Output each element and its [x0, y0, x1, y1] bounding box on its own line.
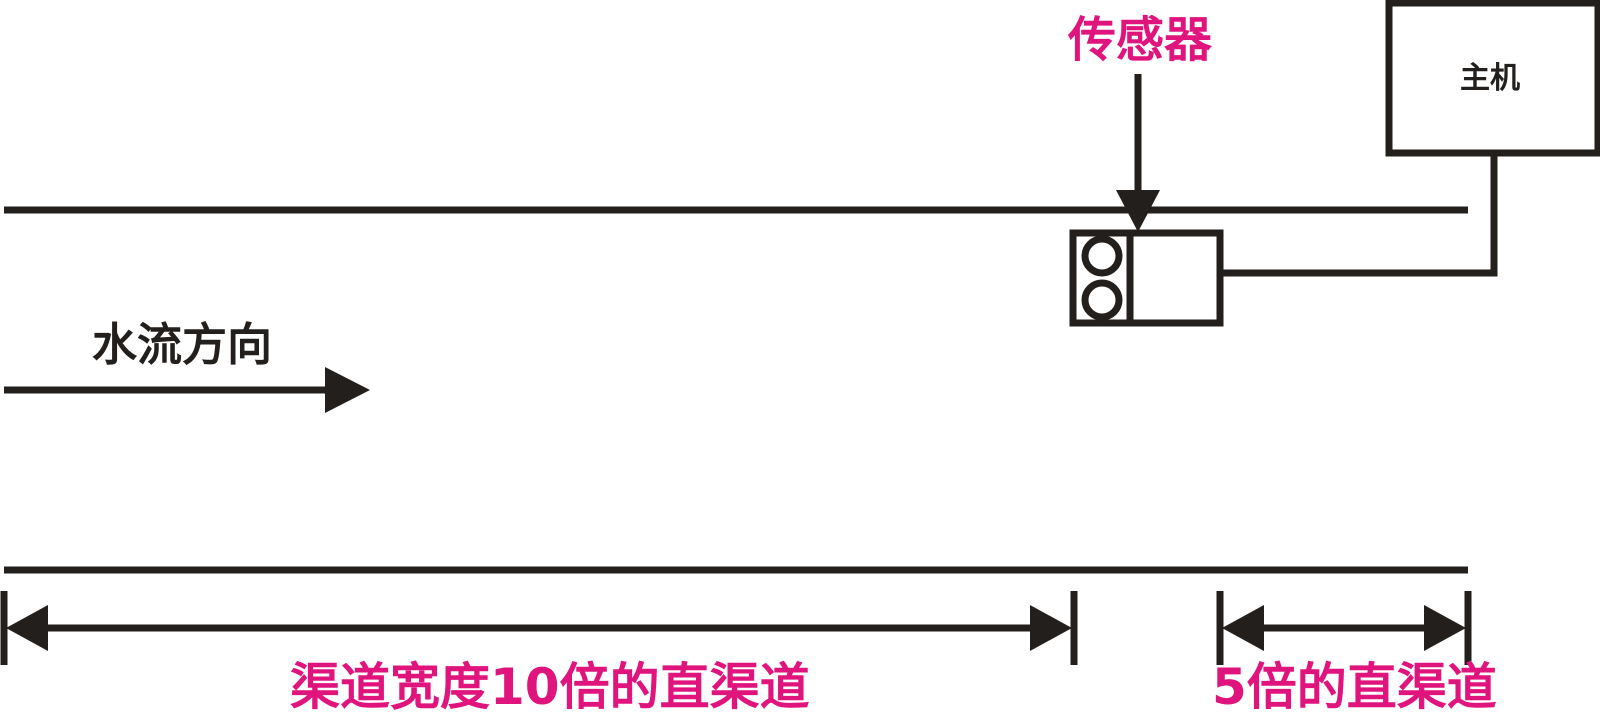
- host-label: 主机: [1460, 61, 1520, 96]
- flow-arrow-head: [325, 367, 370, 413]
- sensor-circle-top: [1081, 235, 1123, 277]
- upstream-length-label: 渠道宽度10倍的直渠道: [290, 658, 810, 716]
- upstream-arrow-right-head: [1030, 605, 1072, 651]
- downstream-length-label: 5倍的直渠道: [1212, 658, 1497, 716]
- sensor-unit-box: [1069, 229, 1224, 327]
- sensor-host-cable: [1220, 153, 1498, 277]
- sensor-pointer-head: [1116, 190, 1160, 232]
- sensor-label: 传感器: [1068, 12, 1213, 68]
- downstream-arrow-left-head: [1222, 605, 1264, 651]
- sensor-circle-bottom: [1081, 279, 1123, 321]
- flow-direction-label: 水流方向: [92, 318, 273, 371]
- downstream-arrow-right-head: [1424, 605, 1466, 651]
- upstream-arrow-left-head: [6, 605, 48, 651]
